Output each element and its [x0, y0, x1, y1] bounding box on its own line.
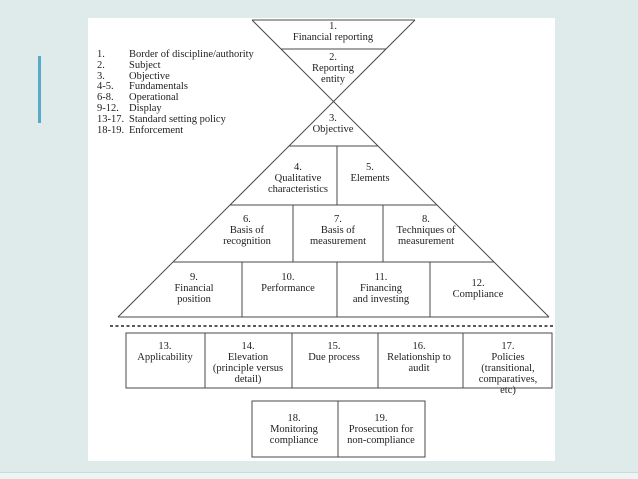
node-label: Reporting entity [312, 63, 354, 85]
node-basis-of-recognition: 6.Basis of recognition [223, 214, 271, 247]
node-label: Policies (transitional, comparatives, et… [478, 352, 538, 396]
enforcement-row-box [251, 400, 426, 458]
legend-item-number: 18-19. [97, 124, 125, 136]
legend-item-label: Objective [129, 70, 170, 82]
legend-item-label: Display [129, 102, 162, 114]
node-number: 5. [366, 162, 374, 173]
legend-item: 9-12. Display [97, 102, 254, 115]
node-number: 1. [329, 21, 337, 32]
node-elevation: 14.Elevation (principle versus detail) [213, 341, 283, 385]
legend-item: 4-5. Fundamentals [97, 82, 254, 93]
node-label: Financing and investing [352, 283, 410, 305]
legend-item-number: 3. [97, 70, 105, 82]
node-label: Basis of recognition [223, 225, 271, 247]
legend-item-label: Fundamentals [129, 81, 188, 93]
node-label: Elevation (principle versus detail) [212, 352, 284, 385]
node-label: Due process [308, 352, 360, 363]
node-applicability: 13.Applicability [137, 341, 192, 363]
node-label: Applicability [137, 352, 193, 363]
node-number: 10. [281, 272, 295, 283]
node-policies: 17.Policies (transitional, comparatives,… [479, 341, 538, 396]
node-basis-of-measurement: 7.Basis of measurement [310, 214, 366, 247]
node-label: Prosecution for non-compliance [347, 424, 415, 446]
hourglass-pyramid-lines [117, 19, 550, 318]
node-label: Elements [350, 173, 390, 184]
legend-item: 2. Subject [97, 59, 254, 72]
node-relationship-to-audit: 16.Relationship to audit [387, 341, 451, 374]
legend-item: 1. Border of discipline/authority [97, 49, 254, 61]
node-financing-and-investing: 11.Financing and investing [353, 272, 409, 305]
slide-accent-line [38, 56, 41, 123]
node-number: 13. [158, 341, 172, 352]
node-prosecution-for-non-compliance: 19.Prosecution for non-compliance [347, 413, 415, 446]
legend-item-number: 4-5. [97, 81, 114, 93]
node-number: 7. [334, 214, 342, 225]
slide-content-area: 1. Border of discipline/authority 2. Subje… [88, 18, 555, 461]
node-number: 14. [241, 341, 255, 352]
node-performance: 10.Performance [261, 272, 315, 294]
legend-item-number: 9-12. [97, 102, 119, 114]
node-number: 8. [422, 214, 430, 225]
legend: 1. Border of discipline/authority 2. Subje… [97, 49, 254, 137]
legend-item-label: Operational [129, 92, 179, 104]
node-techniques-of-measurement: 8.Techniques of measurement [396, 214, 455, 247]
node-objective: 3.Objective [313, 113, 354, 135]
node-label: Compliance [452, 289, 504, 300]
node-due-process: 15.Due process [308, 341, 360, 363]
node-number: 11. [374, 272, 388, 283]
node-number: 6. [243, 214, 251, 225]
node-label: Monitoring compliance [269, 424, 319, 446]
node-number: 12. [471, 278, 485, 289]
node-number: 16. [412, 341, 426, 352]
legend-item-label: Subject [129, 59, 161, 71]
slide-bottom-strip [0, 473, 638, 479]
legend-item: 6-8. Operational [97, 92, 254, 104]
legend-item: 13-17. Standard setting policy [97, 113, 254, 126]
legend-item-label: Enforcement [129, 124, 184, 136]
node-label: Performance [261, 283, 315, 294]
node-number: 4. [294, 162, 302, 173]
node-reporting-entity: 2.Reporting entity [312, 52, 354, 85]
legend-item-label: Border of discipline/authority [129, 49, 254, 60]
legend-item-number: 6-8. [97, 92, 114, 104]
node-label: Techniques of measurement [396, 225, 456, 247]
node-number: 17. [501, 341, 515, 352]
node-financial-reporting: 1.Financial reporting [293, 21, 373, 43]
framework-diagram-lines [110, 19, 553, 458]
policy-row-box [125, 332, 553, 389]
node-label: Financial position [174, 283, 214, 305]
legend-item-number: 1. [97, 49, 105, 60]
node-label: Basis of measurement [310, 225, 366, 247]
node-number: 3. [329, 113, 337, 124]
node-label: Financial reporting [292, 32, 374, 43]
node-qualitative-characteristics: 4.Qualitative characteristics [268, 162, 328, 195]
node-label: Qualitative characteristics [267, 173, 329, 195]
legend-item: 3. Objective [97, 70, 254, 83]
slide-bottom-rule [0, 472, 638, 473]
node-monitoring-compliance: 18.Monitoring compliance [270, 413, 318, 446]
node-number: 18. [287, 413, 301, 424]
node-number: 15. [327, 341, 341, 352]
node-label: Objective [312, 124, 354, 135]
node-compliance: 12.Compliance [453, 278, 504, 300]
node-number: 2. [329, 52, 337, 63]
node-financial-position: 9.Financial position [174, 272, 213, 305]
legend-item-number: 2. [97, 59, 105, 71]
node-number: 19. [374, 413, 388, 424]
node-elements: 5.Elements [350, 162, 389, 184]
legend-item: 18-19. Enforcement [97, 124, 254, 137]
node-label: Relationship to audit [387, 352, 451, 374]
legend-item-label: Standard setting policy [129, 113, 226, 125]
legend-item-number: 13-17. [97, 113, 125, 125]
node-number: 9. [190, 272, 198, 283]
